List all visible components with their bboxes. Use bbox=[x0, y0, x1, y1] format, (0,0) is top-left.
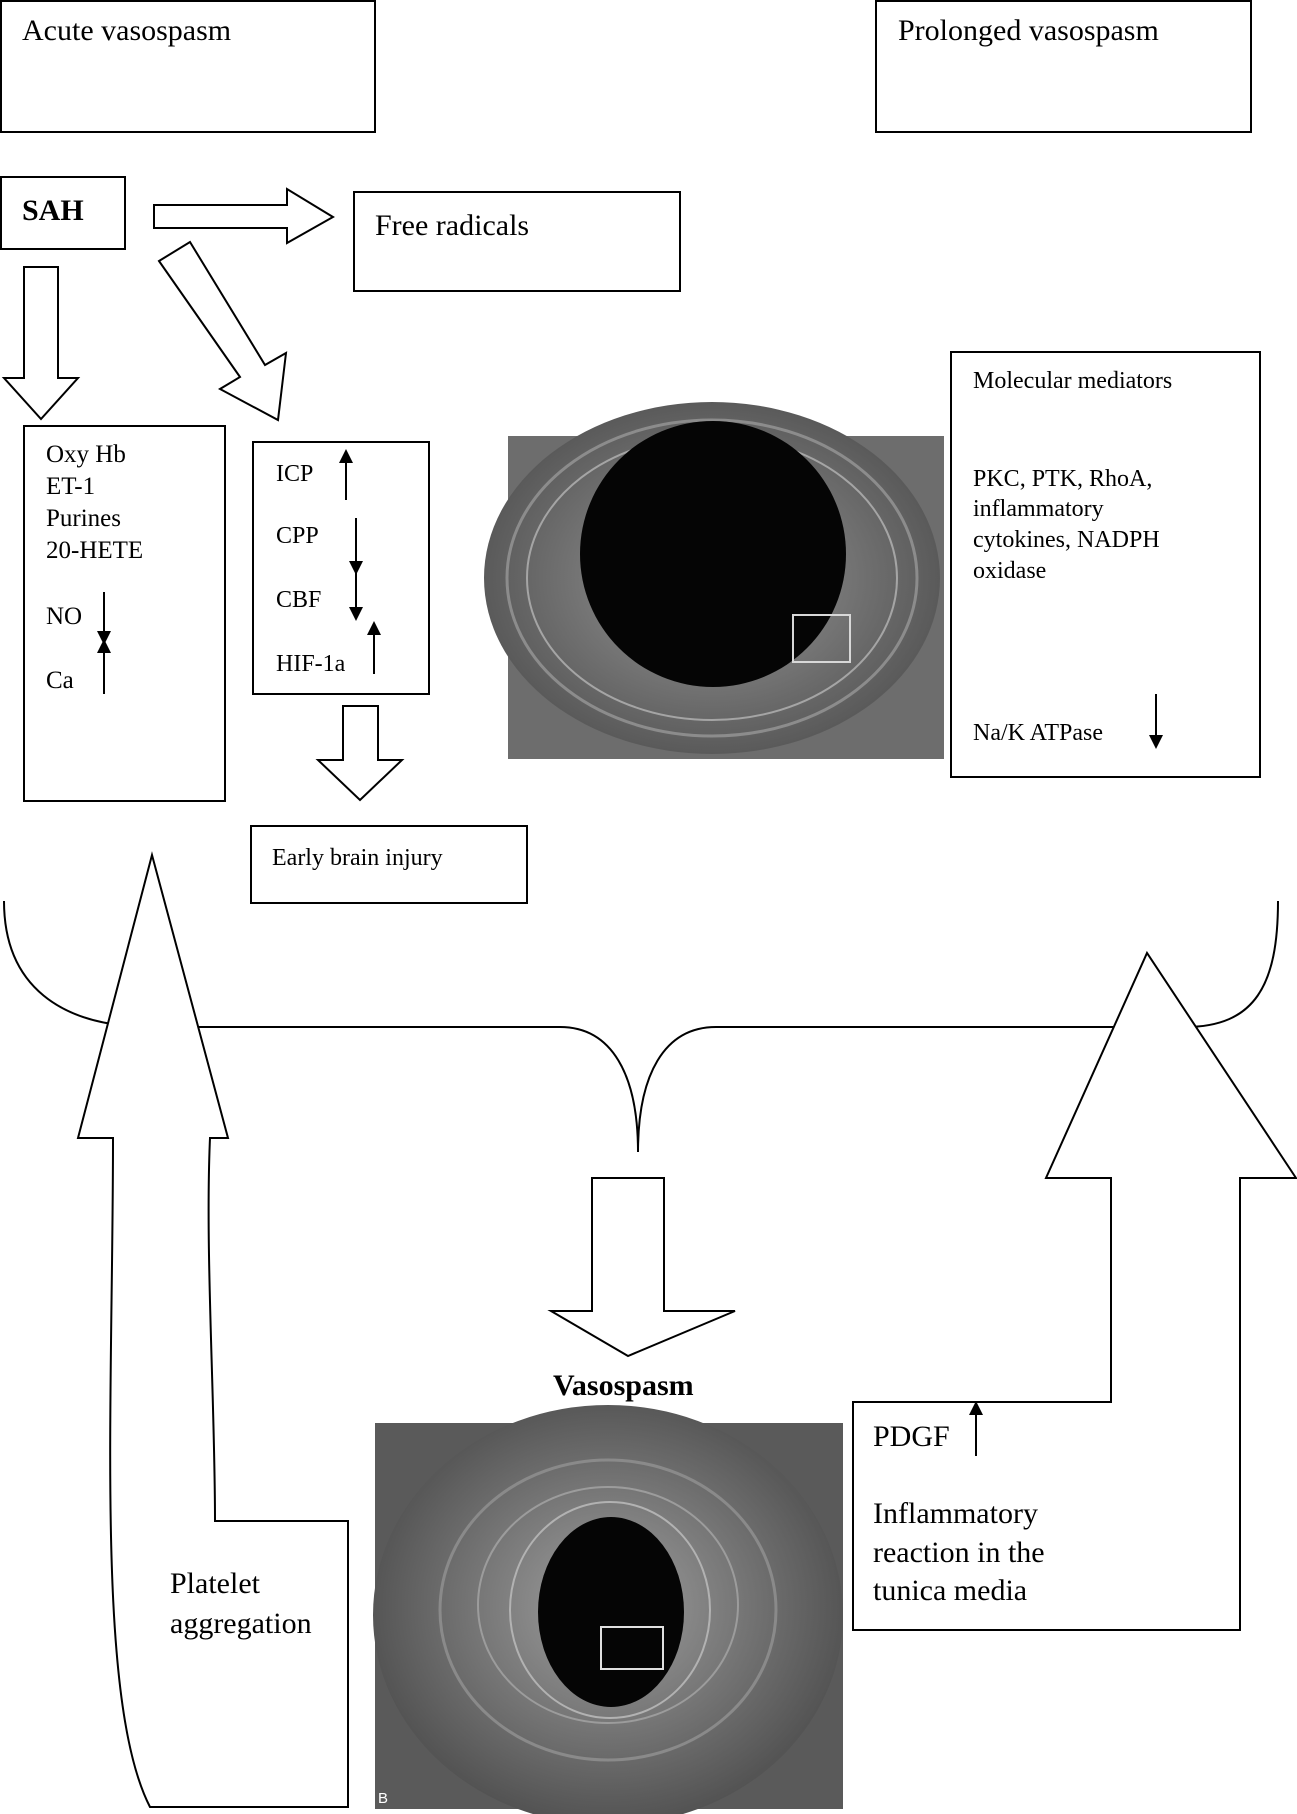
convergence-brace bbox=[3, 900, 1279, 1153]
mediator-et1: ET-1 bbox=[46, 473, 95, 500]
sah-box: SAH bbox=[0, 176, 126, 250]
cbf-label: CBF bbox=[276, 587, 321, 613]
molecular-line-1: PKC, PTK, RhoA, bbox=[973, 466, 1152, 492]
mediator-purines: Purines bbox=[46, 505, 121, 532]
micrograph-vasospastic-vessel: B bbox=[373, 1405, 843, 1814]
sah-diagonal-arrow bbox=[157, 240, 288, 422]
icp-label: ICP bbox=[276, 461, 313, 487]
platelet-line-2: aggregation bbox=[170, 1607, 312, 1640]
molecular-line-3: cytokines, NADPH bbox=[973, 527, 1160, 553]
cpp-label: CPP bbox=[276, 523, 319, 549]
prolonged-vasospasm-label: Prolonged vasospasm bbox=[898, 14, 1159, 47]
brace-to-vasospasm-arrow bbox=[547, 1177, 736, 1358]
sah-label: SAH bbox=[22, 194, 84, 227]
prolonged-vasospasm-box: Prolonged vasospasm bbox=[875, 0, 1252, 133]
no-label: NO bbox=[46, 603, 82, 630]
mediators-left-box: Oxy Hb ET-1 Purines 20-HETE NO Ca bbox=[23, 425, 226, 802]
acute-vasospasm-box: Acute vasospasm bbox=[0, 0, 376, 133]
nak-atpase-label: Na/K ATPase bbox=[973, 720, 1103, 746]
inflammation-line-2: reaction in the bbox=[873, 1536, 1045, 1569]
micrograph-bottom-inset-box bbox=[600, 1626, 664, 1670]
free-radicals-label: Free radicals bbox=[375, 209, 529, 242]
sah-down-arrow bbox=[1, 266, 81, 421]
free-radicals-box: Free radicals bbox=[353, 191, 681, 292]
inflammation-line-3: tunica media bbox=[873, 1574, 1027, 1607]
molecular-line-2: inflammatory bbox=[973, 496, 1104, 522]
molecular-mediators-box: Molecular mediators PKC, PTK, RhoA, infl… bbox=[950, 351, 1261, 778]
early-brain-injury-box: Early brain injury bbox=[250, 825, 528, 904]
micrograph-normal-vessel bbox=[484, 402, 944, 759]
early-brain-injury-label: Early brain injury bbox=[272, 845, 443, 871]
platelet-line-1: Platelet bbox=[170, 1567, 261, 1600]
ca-label: Ca bbox=[46, 667, 74, 694]
micrograph-top-inset-box bbox=[792, 614, 851, 663]
pdgf-label: PDGF bbox=[873, 1420, 950, 1453]
inflammation-text: PDGF Inflammatory reaction in the tunica… bbox=[873, 1401, 1045, 1607]
pressures-box: ICP CPP CBF HIF-1a bbox=[252, 441, 430, 695]
platelet-aggregation-arrow bbox=[76, 851, 349, 1808]
acute-vasospasm-label: Acute vasospasm bbox=[22, 14, 231, 47]
hif-label: HIF-1a bbox=[276, 651, 346, 677]
vasospasm-label: Vasospasm bbox=[553, 1369, 694, 1402]
pressures-to-ebi-arrow bbox=[315, 705, 405, 802]
molecular-line-4: oxidase bbox=[973, 558, 1046, 584]
molecular-mediators-title: Molecular mediators bbox=[973, 368, 1172, 394]
sah-to-free-radicals-arrow bbox=[153, 187, 335, 245]
micrograph-panel-letter: B bbox=[378, 1790, 388, 1807]
mediator-oxyhb: Oxy Hb bbox=[46, 441, 126, 468]
inflammation-line-1: Inflammatory bbox=[873, 1497, 1038, 1530]
mediator-20hete: 20-HETE bbox=[46, 537, 143, 564]
